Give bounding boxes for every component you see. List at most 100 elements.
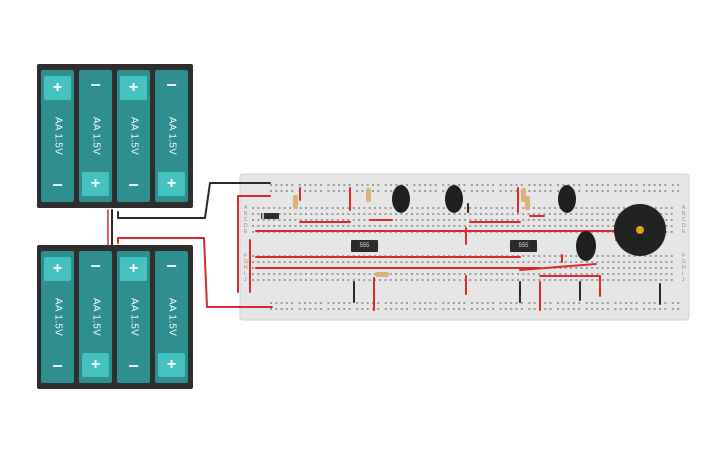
- breadboard-hole[interactable]: [361, 190, 364, 192]
- breadboard-hole[interactable]: [570, 279, 572, 281]
- breadboard-hole[interactable]: [544, 184, 547, 186]
- breadboard-hole[interactable]: [262, 207, 265, 209]
- breadboard-hole[interactable]: [538, 225, 541, 227]
- breadboard-hole[interactable]: [638, 255, 641, 257]
- breadboard-hole[interactable]: [517, 273, 519, 275]
- breadboard-hole[interactable]: [442, 279, 445, 281]
- breadboard-hole[interactable]: [338, 308, 340, 310]
- breadboard-hole[interactable]: [452, 308, 455, 310]
- breadboard-hole[interactable]: [614, 184, 617, 186]
- breadboard-hole[interactable]: [517, 225, 519, 227]
- breadboard-hole[interactable]: [601, 255, 604, 257]
- breadboard-hole[interactable]: [548, 273, 551, 275]
- breadboard-hole[interactable]: [580, 279, 583, 281]
- breadboard-hole[interactable]: [665, 219, 668, 221]
- breadboard-hole[interactable]: [515, 302, 518, 304]
- breadboard-hole[interactable]: [619, 308, 622, 310]
- breadboard-hole[interactable]: [294, 279, 297, 281]
- breadboard-hole[interactable]: [372, 184, 374, 186]
- breadboard-hole[interactable]: [429, 184, 432, 186]
- breadboard-hole[interactable]: [442, 190, 445, 192]
- breadboard-hole[interactable]: [557, 302, 559, 304]
- breadboard-hole[interactable]: [612, 219, 615, 221]
- breadboard-hole[interactable]: [421, 261, 424, 263]
- breadboard-hole[interactable]: [432, 273, 435, 275]
- breadboard-hole[interactable]: [596, 184, 599, 186]
- breadboard-hole[interactable]: [400, 273, 403, 275]
- breadboard-hole[interactable]: [452, 302, 455, 304]
- breadboard-hole[interactable]: [596, 279, 599, 281]
- breadboard-hole[interactable]: [289, 279, 292, 281]
- breadboard-hole[interactable]: [368, 279, 371, 281]
- breadboard-hole[interactable]: [564, 261, 567, 263]
- breadboard-hole[interactable]: [635, 190, 638, 192]
- breadboard-hole[interactable]: [527, 219, 530, 221]
- breadboard-hole[interactable]: [352, 219, 355, 221]
- breadboard-hole[interactable]: [411, 273, 413, 275]
- breadboard-hole[interactable]: [366, 302, 369, 304]
- breadboard-hole[interactable]: [299, 261, 302, 263]
- breadboard-hole[interactable]: [373, 207, 376, 209]
- breadboard-hole[interactable]: [470, 308, 473, 310]
- breadboard-hole[interactable]: [522, 207, 525, 209]
- breadboard-hole[interactable]: [326, 207, 329, 209]
- breadboard-hole[interactable]: [511, 213, 514, 215]
- breadboard-hole[interactable]: [522, 273, 525, 275]
- breadboard-hole[interactable]: [352, 273, 355, 275]
- breadboard-hole[interactable]: [291, 302, 294, 304]
- breadboard-hole[interactable]: [654, 207, 657, 209]
- breadboard-hole[interactable]: [437, 207, 440, 209]
- breadboard-hole[interactable]: [572, 308, 575, 310]
- breadboard-hole[interactable]: [267, 273, 270, 275]
- breadboard-hole[interactable]: [548, 225, 551, 227]
- breadboard-hole[interactable]: [363, 279, 366, 281]
- breadboard-hole[interactable]: [406, 184, 408, 186]
- breadboard-hole[interactable]: [384, 279, 387, 281]
- breadboard-hole[interactable]: [470, 184, 473, 186]
- breadboard-hole[interactable]: [342, 219, 345, 221]
- breadboard-hole[interactable]: [538, 255, 541, 257]
- breadboard-hole[interactable]: [338, 302, 340, 304]
- breadboard-hole[interactable]: [564, 267, 567, 269]
- breadboard-hole[interactable]: [492, 302, 495, 304]
- breadboard-hole[interactable]: [499, 184, 502, 186]
- breadboard-hole[interactable]: [424, 302, 427, 304]
- breadboard-hole[interactable]: [373, 225, 376, 227]
- breadboard-hole[interactable]: [506, 273, 509, 275]
- breadboard-hole[interactable]: [298, 308, 301, 310]
- breadboard-hole[interactable]: [278, 273, 281, 275]
- breadboard-hole[interactable]: [527, 213, 530, 215]
- breadboard-hole[interactable]: [273, 207, 276, 209]
- breadboard-hole[interactable]: [485, 207, 488, 209]
- breadboard-hole[interactable]: [411, 279, 413, 281]
- breadboard-hole[interactable]: [486, 302, 489, 304]
- breadboard-hole[interactable]: [310, 207, 313, 209]
- breadboard-hole[interactable]: [400, 184, 403, 186]
- breadboard-hole[interactable]: [617, 273, 620, 275]
- breadboard-hole[interactable]: [528, 184, 531, 186]
- breadboard-hole[interactable]: [570, 267, 572, 269]
- breadboard-hole[interactable]: [479, 261, 482, 263]
- breadboard-hole[interactable]: [677, 302, 680, 304]
- breadboard-hole[interactable]: [495, 273, 498, 275]
- breadboard-hole[interactable]: [638, 261, 641, 263]
- breadboard-hole[interactable]: [538, 273, 541, 275]
- breadboard-hole[interactable]: [327, 184, 330, 186]
- breadboard-hole[interactable]: [252, 207, 254, 209]
- breadboard-hole[interactable]: [504, 184, 507, 186]
- breadboard-hole[interactable]: [299, 273, 302, 275]
- breadboard-hole[interactable]: [356, 308, 359, 310]
- breadboard-hole[interactable]: [479, 225, 482, 227]
- breadboard-hole[interactable]: [442, 219, 445, 221]
- breadboard-hole[interactable]: [278, 213, 281, 215]
- breadboard-hole[interactable]: [416, 273, 419, 275]
- breadboard-hole[interactable]: [348, 308, 351, 310]
- breadboard-hole[interactable]: [567, 184, 570, 186]
- breadboard-hole[interactable]: [358, 207, 360, 209]
- breadboard-hole[interactable]: [252, 261, 254, 263]
- breadboard-hole[interactable]: [424, 308, 427, 310]
- breadboard-hole[interactable]: [429, 190, 432, 192]
- breadboard-hole[interactable]: [395, 308, 398, 310]
- breadboard-hole[interactable]: [411, 225, 413, 227]
- breadboard-hole[interactable]: [527, 255, 530, 257]
